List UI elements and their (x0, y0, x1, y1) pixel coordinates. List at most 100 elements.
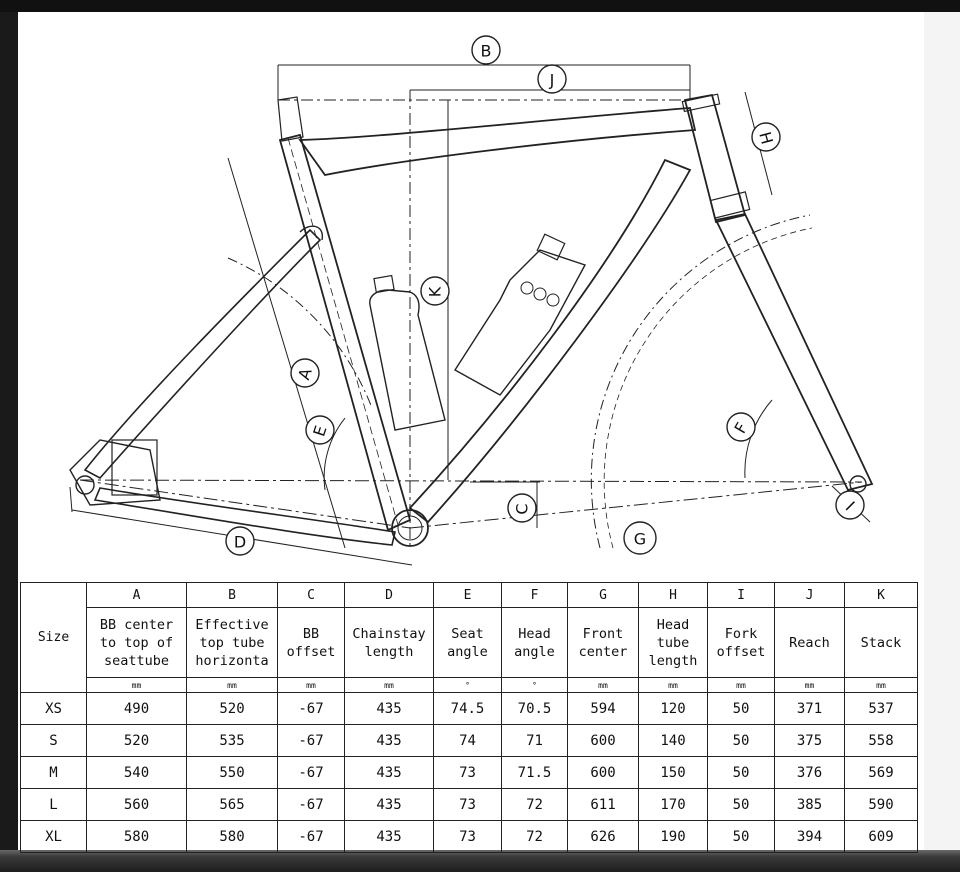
column-name: Stack (844, 607, 918, 678)
value-cell: 376 (774, 756, 845, 789)
column-name-line: angle (514, 643, 555, 660)
size-cell: S (20, 724, 87, 757)
column-letter: G (567, 582, 639, 608)
rear-wheel-arc (227, 257, 373, 409)
value-cell: 435 (344, 820, 434, 853)
column-name-line: to top of (99, 634, 174, 651)
value-cell: 120 (638, 692, 708, 725)
column-letter: A (86, 582, 187, 608)
seat-tube (278, 133, 412, 532)
column-name-line: offset (286, 643, 336, 660)
column-name-line: angle (447, 643, 488, 660)
column-name-line: BB (302, 625, 320, 642)
value-cell: 371 (774, 692, 845, 725)
label-d: D (234, 533, 246, 552)
value-cell: 537 (844, 692, 918, 725)
column-unit: mm (774, 677, 845, 693)
value-cell: 73 (433, 756, 502, 789)
column-unit: ° (501, 677, 568, 693)
value-cell: 150 (638, 756, 708, 789)
column-name-line: top tube (199, 634, 265, 651)
right-margin (924, 12, 960, 850)
dim-a (227, 157, 346, 549)
column-name-line: seattube (103, 652, 170, 669)
column-letter: F (501, 582, 568, 608)
column-name-line: Seat (451, 625, 484, 642)
value-cell: 626 (567, 820, 639, 853)
value-cell: 375 (774, 724, 845, 757)
column-unit: mm (344, 677, 434, 693)
bottom-bar (0, 850, 960, 872)
column-letter: B (186, 582, 278, 608)
value-cell: 600 (567, 724, 639, 757)
column-letter: K (844, 582, 918, 608)
value-cell: 435 (344, 788, 434, 821)
column-letter: C (277, 582, 345, 608)
value-cell: 565 (186, 788, 278, 821)
value-cell: 569 (844, 756, 918, 789)
column-letter: D (344, 582, 434, 608)
column-unit: mm (86, 677, 187, 693)
value-cell: 74 (433, 724, 502, 757)
column-name-line: length (648, 652, 698, 669)
head-tube (683, 93, 747, 224)
seat-stay (83, 228, 322, 480)
value-cell: 50 (707, 692, 775, 725)
value-cell: 394 (774, 820, 845, 853)
column-letter: H (638, 582, 708, 608)
value-cell: 560 (86, 788, 187, 821)
column-name-line: Front (582, 625, 624, 642)
column-unit: ° (433, 677, 502, 693)
column-name-line: tube (656, 634, 690, 651)
column-letter: E (433, 582, 502, 608)
fork (714, 212, 874, 492)
value-cell: 190 (638, 820, 708, 853)
column-name-line: Fork (724, 625, 758, 642)
seat-post (277, 96, 304, 142)
column-name-line: Effective (195, 616, 269, 633)
value-cell: 609 (844, 820, 918, 853)
value-cell: 535 (186, 724, 278, 757)
value-cell: 490 (86, 692, 187, 725)
column-unit: mm (277, 677, 345, 693)
column-unit: mm (638, 677, 708, 693)
column-name-line: Stack (860, 634, 902, 651)
bottle-seat-tube (369, 274, 446, 431)
value-cell: 71.5 (501, 756, 568, 789)
value-cell: -67 (277, 756, 345, 789)
value-cell: -67 (277, 724, 345, 757)
value-cell: -67 (277, 692, 345, 725)
value-cell: 50 (707, 756, 775, 789)
value-cell: 550 (186, 756, 278, 789)
bottom-bracket (391, 509, 429, 547)
value-cell: 74.5 (433, 692, 502, 725)
column-name-line: offset (716, 643, 766, 660)
value-cell: 558 (844, 724, 918, 757)
rear-dropout (69, 439, 161, 506)
front-dropout (849, 475, 867, 493)
frame-diagram: B J K A E H F I C D G (69, 35, 874, 566)
value-cell: 50 (707, 724, 775, 757)
size-cell: XS (20, 692, 87, 725)
column-unit: mm (707, 677, 775, 693)
column-name-line: BB center (99, 616, 174, 633)
value-cell: 385 (774, 788, 845, 821)
value-cell: 600 (567, 756, 639, 789)
value-cell: 73 (433, 820, 502, 853)
label-c: C (513, 503, 532, 514)
column-name-line: center (578, 643, 628, 660)
size-cell: M (20, 756, 87, 789)
value-cell: -67 (277, 820, 345, 853)
label-b: B (481, 42, 492, 61)
column-name-line: horizonta (195, 652, 269, 669)
